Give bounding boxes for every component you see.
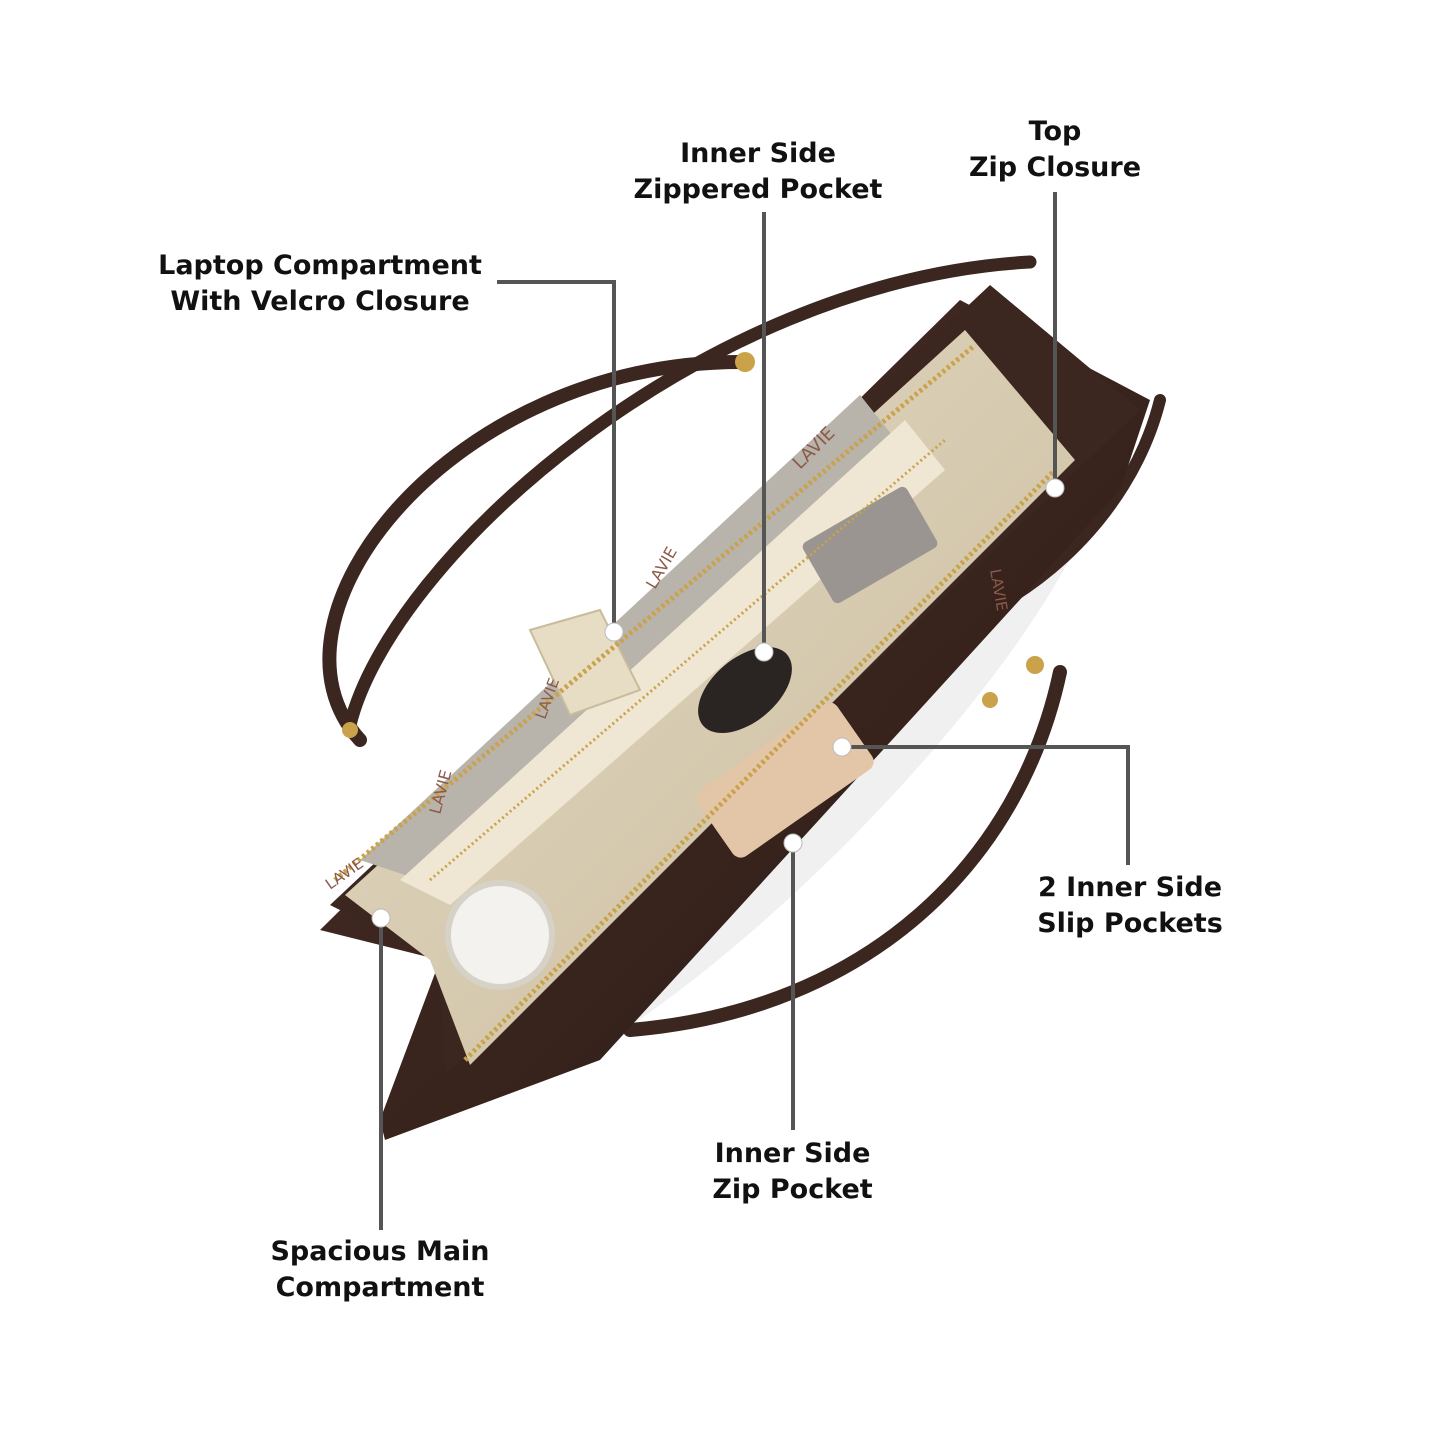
ring-hardware: [982, 692, 998, 708]
leader-laptop: [497, 280, 616, 632]
ring-hardware: [1026, 656, 1044, 674]
callout-dot-zippocket: [783, 833, 803, 853]
card-holder: [802, 486, 938, 604]
callout-label-slip: 2 Inner Side Slip Pockets: [1037, 872, 1223, 939]
callout-dot-slip: [832, 737, 852, 757]
callout-dot-laptop: [604, 622, 624, 642]
callout-dot-topzip: [1045, 478, 1065, 498]
phone: [696, 702, 874, 858]
handle-back: [322, 354, 752, 747]
ring-hardware: [342, 722, 358, 738]
leader-slip: [842, 745, 1130, 865]
handle-back-top: [343, 255, 1037, 732]
callout-dot-zippered: [754, 642, 774, 662]
callout-label-main: Spacious Main Compartment: [270, 1236, 490, 1303]
round-container: [445, 880, 555, 990]
callout-label-zippocket: Inner Side Zip Pocket: [712, 1138, 873, 1205]
top-zipper-back: [333, 343, 977, 882]
callout-dot-main: [371, 908, 391, 928]
perfume-bottle: [698, 646, 792, 734]
callout-label-laptop: Laptop Compartment With Velcro Closure: [158, 250, 482, 317]
callout-label-topzip: Top Zip Closure: [968, 116, 1142, 183]
ring-hardware: [735, 352, 755, 372]
callout-label-zippered: Inner Side Zippered Pocket: [633, 138, 883, 205]
top-zipper-front: [463, 468, 1057, 1062]
